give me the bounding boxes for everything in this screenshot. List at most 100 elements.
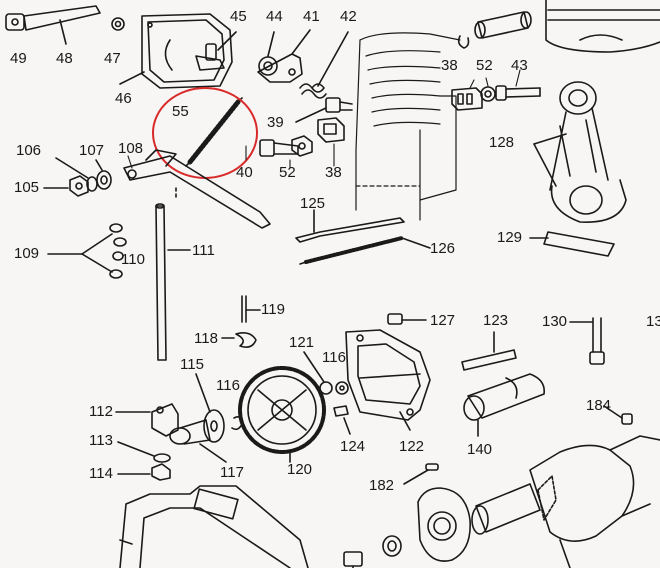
cylinder-outline [355,32,461,221]
label-122: 122 [399,438,425,455]
label-182: 182 [369,477,395,494]
part-108-lever [123,149,271,229]
part-118-clip [221,332,257,348]
label-130: 130 [542,313,568,330]
crankcase [119,485,309,568]
part-112-bracket [115,403,179,437]
label-126: 126 [430,240,456,257]
label-52-top: 52 [476,57,493,74]
label-113: 113 [89,432,113,449]
label-49: 49 [10,50,27,67]
label-127: 127 [430,312,456,329]
part-49-block [5,13,25,31]
label-106: 106 [16,142,42,159]
label-38-top: 38 [441,57,458,74]
label-118: 118 [194,330,218,347]
part-125-rod [295,209,405,243]
label-108: 108 [118,140,144,157]
label-109: 109 [14,245,40,262]
label-105: 105 [14,179,40,196]
part-182-pin [403,463,439,485]
label-129: 129 [497,229,523,246]
label-40: 40 [236,164,253,181]
label-107: 107 [79,142,105,159]
part-122-housing [345,329,431,431]
part-111-shaft [155,203,191,361]
label-43: 43 [511,57,528,74]
label-119: 119 [261,301,285,318]
leader-lines [127,69,521,169]
part-115-washer [195,373,225,443]
label-110: 110 [121,251,145,268]
part-42-spring [299,31,349,99]
label-38-mid: 38 [325,164,342,181]
part-128-connecting-rod [533,81,627,223]
part-40-bolt [259,139,299,157]
circlip [457,35,470,49]
label-125: 125 [300,195,326,212]
part-47-washer [111,17,125,31]
label-55: 55 [172,103,189,120]
label-114: 114 [89,465,113,482]
part-119-pin [241,295,261,323]
part-43-bolt [495,85,541,101]
label-46: 46 [115,90,132,107]
part-109-clips [47,223,127,279]
label-41: 41 [303,8,320,25]
label-39: 39 [267,114,284,131]
label-52-mid: 52 [279,164,296,181]
label-140: 140 [467,441,493,458]
part-130-bolt [569,317,605,365]
part-126-spring-rod [299,236,431,265]
label-112: 112 [89,403,113,420]
label-123: 123 [483,312,509,329]
label-48: 48 [56,50,73,67]
part-38-block-right [451,87,483,111]
crankshaft [471,435,660,568]
part-124-pin [333,405,351,435]
label-42: 42 [340,8,357,25]
label-115: 115 [180,356,204,373]
part-114-nut [117,463,171,481]
part-140-sleeve [463,373,546,437]
label-120: 120 [287,461,313,478]
part-105-nut [43,175,89,197]
part-110-clip [112,251,124,261]
part-117-pivot [169,419,227,463]
label-121: 121 [289,334,315,351]
part-46-cover-plate [119,13,233,89]
part-116-circlip-left [231,416,243,431]
part-48-lever [23,5,101,45]
part-127-screw [387,313,427,325]
label-184: 184 [586,397,612,414]
part-120-gear [238,366,326,463]
bottom-washer [382,535,402,557]
part-52-nut-right [480,86,496,102]
label-128: 128 [489,134,515,151]
label-44: 44 [266,8,283,25]
label-47: 47 [104,50,121,67]
part-45-bolt [195,31,237,71]
label-124: 124 [340,438,366,455]
seal-plate [417,487,471,562]
part-116-ring-right [335,381,349,395]
part-55-spring [185,97,243,167]
piston [545,0,660,53]
bottom-bolt [343,551,363,568]
label-45: 45 [230,8,247,25]
label-111: 111 [192,242,215,259]
part-41-lever [257,29,311,83]
part-39-bolt [295,97,353,123]
part-52-nut-left [291,135,313,157]
part-184-pin [603,405,633,425]
label-116-right: 116 [322,349,346,366]
label-116-left: 116 [216,377,240,394]
piston-pin [474,11,532,39]
part-129-bearing-shell [529,231,615,257]
part-113-washer [117,441,171,463]
label-13-cut: 13 [646,313,660,330]
part-44-washer [258,31,278,76]
part-123-key [461,331,517,371]
